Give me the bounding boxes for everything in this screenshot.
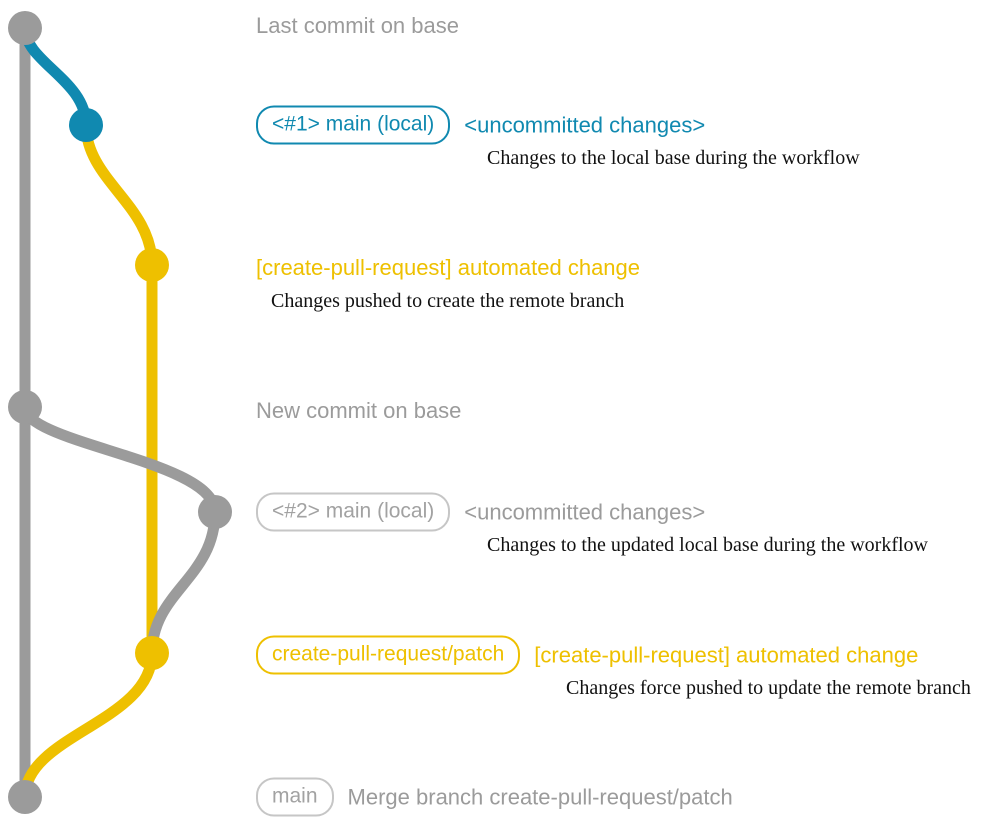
edge-local2-to-patch2 — [146, 506, 221, 659]
commit-row-base-last: Last commit on base — [256, 13, 459, 39]
commit-note-patch-1: Changes pushed to create the remote bran… — [271, 290, 625, 312]
commit-node-merge[interactable] — [8, 780, 42, 814]
commit-subject-patch-2: [create-pull-request] automated change — [534, 642, 919, 667]
ref-badge-main[interactable]: main — [256, 777, 334, 817]
commit-subject-base-last: Last commit on base — [256, 13, 459, 38]
commit-row-local-2: <#2> main (local) <uncommitted changes> — [256, 492, 706, 532]
edge-base-to-local1 — [19, 22, 92, 131]
edge-base-to-local2 — [19, 401, 221, 518]
commit-row-local-1: <#1> main (local) <uncommitted changes> — [256, 105, 706, 145]
commit-node-base-last[interactable] — [8, 11, 42, 45]
ref-badge-main-local-2[interactable]: <#2> main (local) — [256, 492, 451, 532]
commit-node-base-new[interactable] — [8, 390, 42, 424]
graph-edges — [19, 22, 221, 803]
commit-subject-local-1: <uncommitted changes> — [464, 112, 706, 137]
commit-node-patch-2[interactable] — [135, 636, 169, 670]
commit-note-local-1: Changes to the local base during the wor… — [487, 147, 860, 169]
commit-subject-merge: Merge branch create-pull-request/patch — [347, 784, 733, 809]
graph-nodes — [8, 11, 232, 814]
commit-subject-base-new: New commit on base — [256, 398, 462, 423]
edge-local1-to-patch1 — [80, 119, 158, 271]
commit-row-merge: main Merge branch create-pull-request/pa… — [256, 777, 733, 817]
commit-note-patch-2: Changes force pushed to update the remot… — [566, 677, 971, 699]
commit-node-local-2[interactable] — [198, 495, 232, 529]
edge-patch2-to-merge — [19, 647, 158, 803]
commit-subject-local-2: <uncommitted changes> — [464, 499, 706, 524]
commit-node-local-1[interactable] — [69, 108, 103, 142]
commit-row-patch-1: [create-pull-request] automated change — [256, 255, 640, 281]
commit-row-base-new: New commit on base — [256, 398, 461, 424]
ref-badge-create-pull-request-patch[interactable]: create-pull-request/patch — [256, 635, 521, 675]
commit-note-local-2: Changes to the updated local base during… — [487, 534, 928, 556]
ref-badge-main-local-1[interactable]: <#1> main (local) — [256, 105, 451, 145]
commit-node-patch-1[interactable] — [135, 248, 169, 282]
commit-subject-patch-1: [create-pull-request] automated change — [256, 255, 641, 280]
commit-row-patch-2: create-pull-request/patch [create-pull-r… — [256, 635, 919, 675]
